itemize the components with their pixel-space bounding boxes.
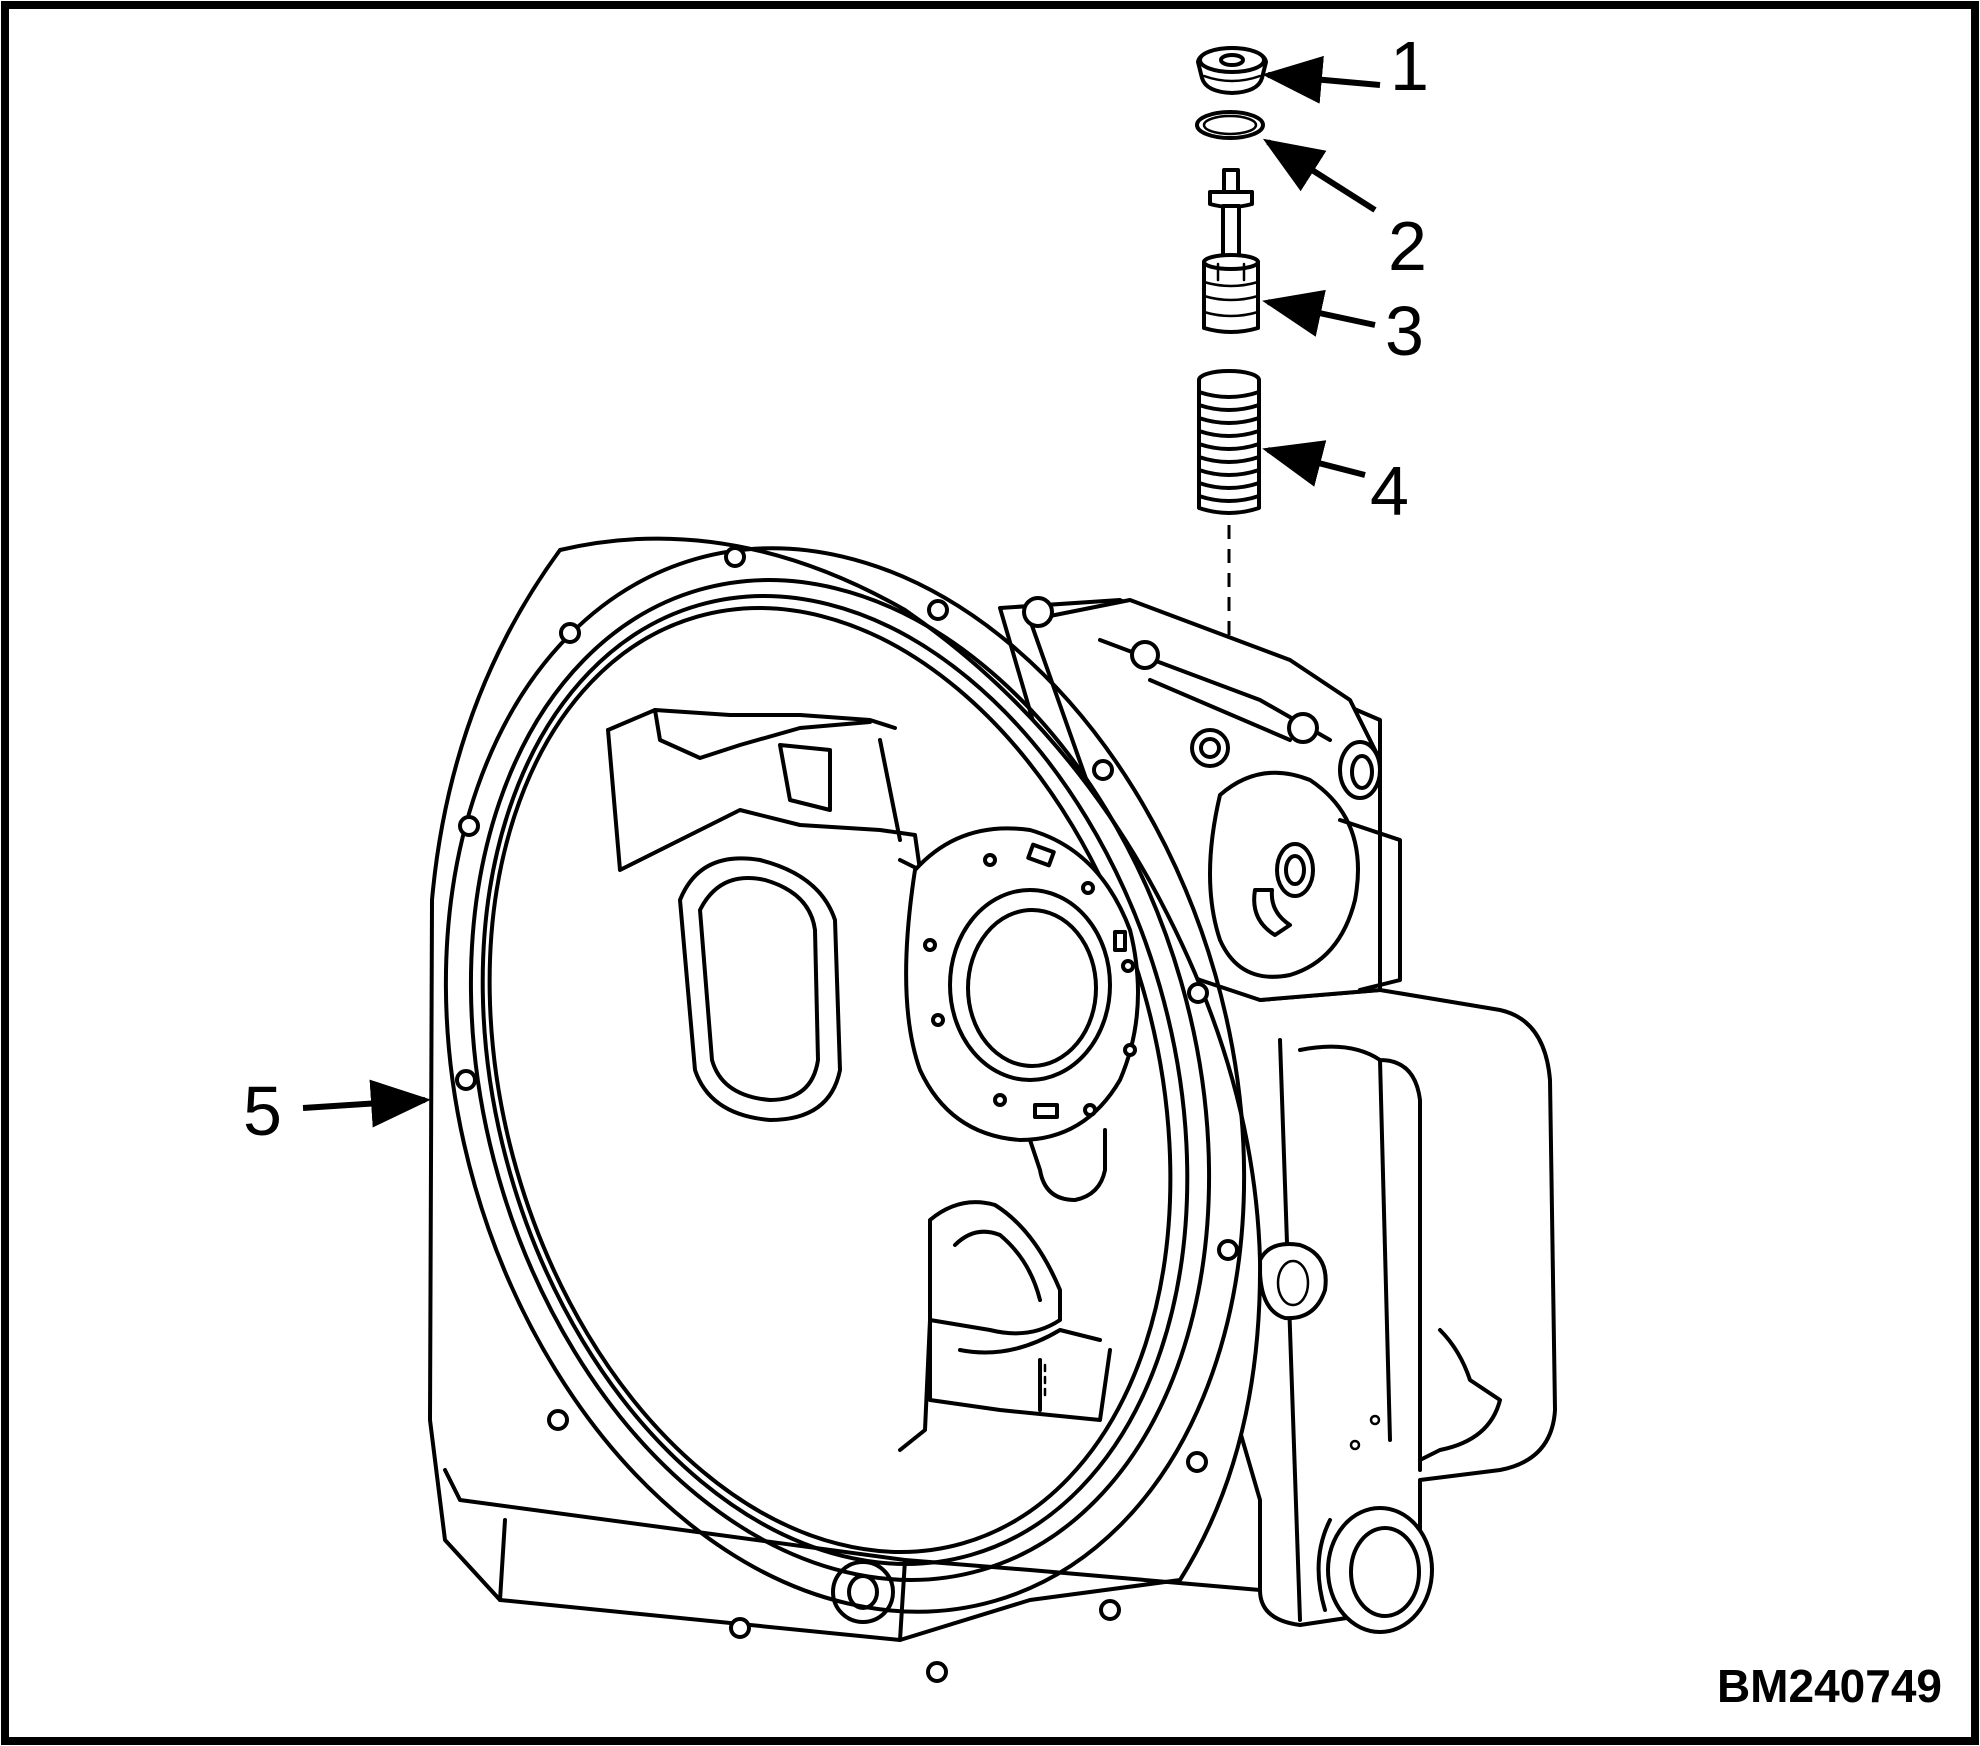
callout-3: 3	[1385, 292, 1424, 370]
leader-arrow-4	[1262, 440, 1366, 487]
part-2-o-ring	[1195, 110, 1265, 140]
callout-4: 4	[1370, 452, 1409, 530]
callout-5: 5	[243, 1072, 282, 1150]
leader-arrow-1	[1262, 55, 1381, 104]
callout-1: 1	[1390, 27, 1429, 105]
leader-arrow-3	[1262, 289, 1376, 337]
part-5-flywheel-housing	[428, 536, 1557, 1683]
part-1-plug	[1196, 46, 1268, 95]
leader-arrow-5	[302, 1079, 431, 1128]
figure-id: BM240749	[1717, 1660, 1942, 1712]
flange-bolt-holes	[455, 546, 1239, 1683]
part-3-valve-spool	[1202, 168, 1260, 334]
leader-arrows	[302, 55, 1381, 1128]
part-4-spring	[1197, 369, 1261, 515]
callout-2: 2	[1388, 207, 1427, 285]
leader-arrow-2	[1262, 138, 1377, 213]
